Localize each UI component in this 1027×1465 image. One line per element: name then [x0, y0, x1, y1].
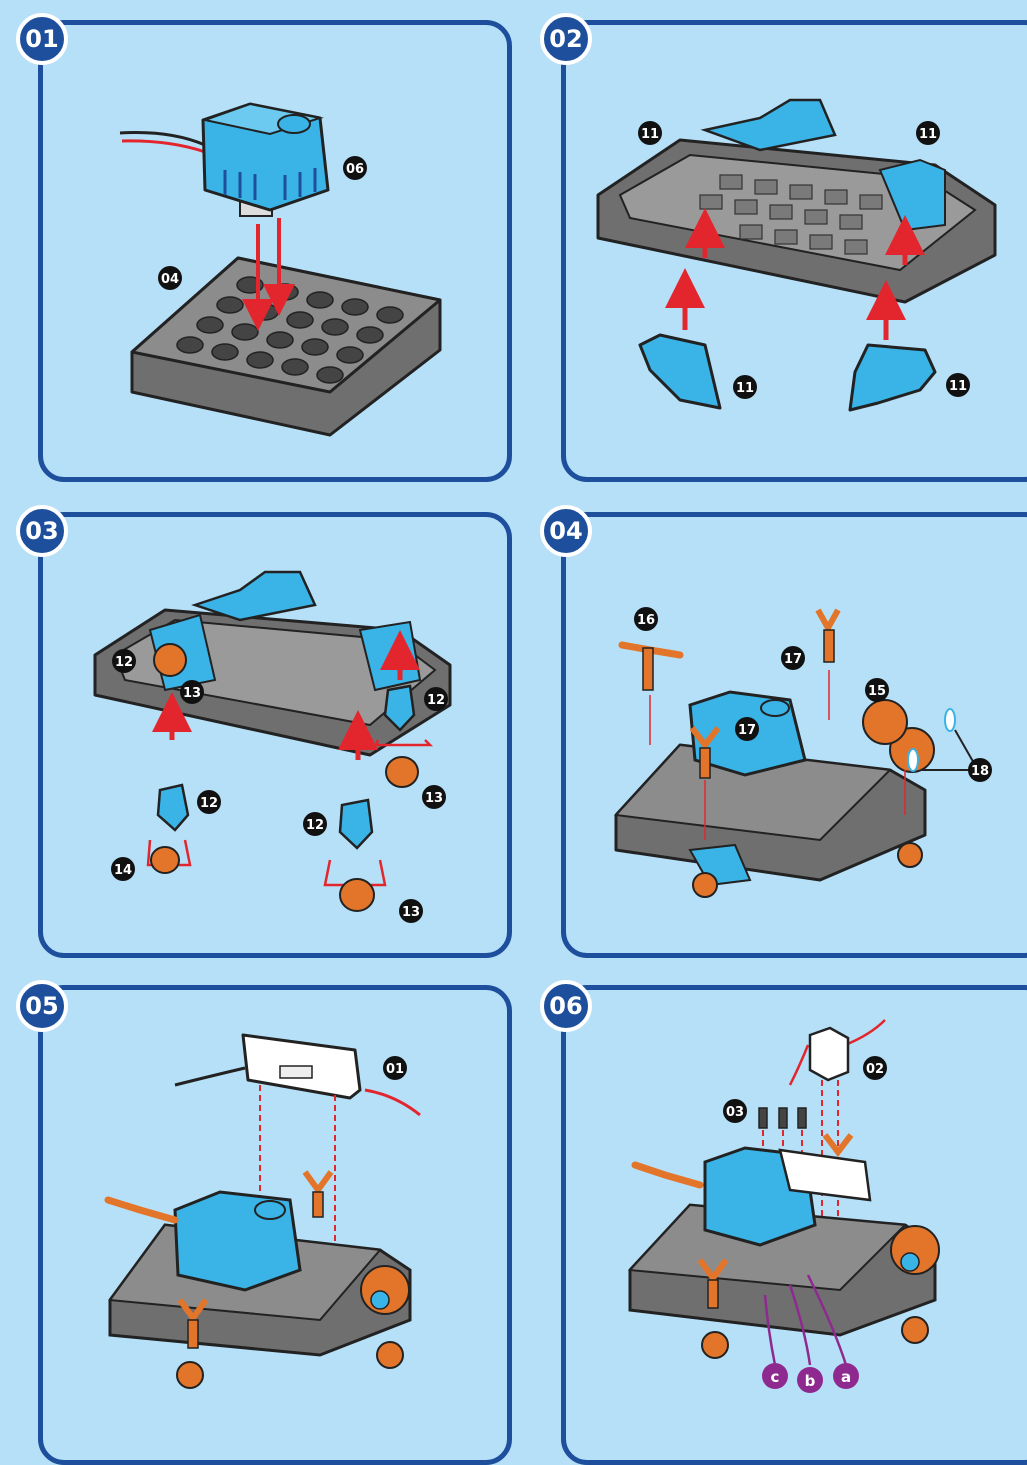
part-label-12-a: 12 — [115, 655, 133, 670]
part-label-04: 04 — [161, 272, 179, 287]
wire-label-c: c — [771, 1368, 780, 1386]
clip-11-right — [848, 343, 937, 412]
part-label-11-a: 11 — [641, 127, 659, 142]
caster-12-right — [323, 798, 387, 912]
base-plate-04 — [130, 256, 442, 437]
part-label-11-c: 11 — [736, 381, 754, 396]
caster-12-left — [146, 783, 192, 874]
step-number-04: 04 — [540, 505, 592, 557]
part-label-13-b: 13 — [425, 791, 443, 806]
part-label-11-b: 11 — [919, 127, 937, 142]
connectors-03 — [758, 1107, 807, 1129]
crank-16 — [618, 641, 684, 745]
step-02-art: 11 11 11 11 — [596, 98, 997, 412]
caster-12-upper-right — [374, 684, 434, 788]
part-label-17-b: 17 — [738, 723, 756, 738]
part-label-12-b: 12 — [427, 693, 445, 708]
step-06-art: 02 03 c b a — [627, 1019, 940, 1393]
part-label-16: 16 — [637, 613, 655, 628]
part-label-15: 15 — [868, 684, 886, 699]
step-05-art: 01 — [104, 1033, 421, 1389]
claw-17-front — [689, 726, 721, 840]
part-label-17-a: 17 — [784, 652, 802, 667]
switch-02 — [788, 1019, 886, 1086]
robot-base-05 — [104, 1170, 412, 1389]
step-03-art: 12 13 12 12 13 12 14 13 — [93, 570, 452, 923]
part-label-12-d: 12 — [306, 818, 324, 833]
step-04-art: 16 17 15 17 18 — [613, 607, 992, 898]
part-label-02: 02 — [866, 1062, 884, 1077]
step-number-02: 02 — [540, 13, 592, 65]
step-number-03: 03 — [16, 505, 68, 557]
part-label-13-a: 13 — [183, 686, 201, 701]
robot-base-06 — [627, 1133, 940, 1366]
part-label-01: 01 — [386, 1062, 404, 1077]
wire-label-a: a — [841, 1368, 851, 1386]
step-01-art: 06 04 — [119, 102, 442, 437]
part-label-18: 18 — [971, 764, 989, 779]
step-number-01: 01 — [16, 13, 68, 65]
part-label-06: 06 — [346, 162, 364, 177]
battery-box-01 — [174, 1033, 421, 1117]
part-label-03: 03 — [726, 1105, 744, 1120]
step-panel-04 — [561, 512, 1027, 958]
part-label-11-d: 11 — [949, 379, 967, 394]
motor-06 — [119, 102, 330, 217]
step-number-05: 05 — [16, 980, 68, 1032]
wheel-15 — [862, 699, 976, 815]
claw-17-top — [815, 608, 841, 720]
clip-11-left — [638, 333, 722, 410]
step-number-06: 06 — [540, 980, 592, 1032]
part-label-12-c: 12 — [200, 796, 218, 811]
part-label-14: 14 — [114, 863, 132, 878]
assembled-base — [613, 743, 927, 898]
wire-label-b: b — [805, 1372, 816, 1390]
part-label-13-c: 13 — [402, 905, 420, 920]
